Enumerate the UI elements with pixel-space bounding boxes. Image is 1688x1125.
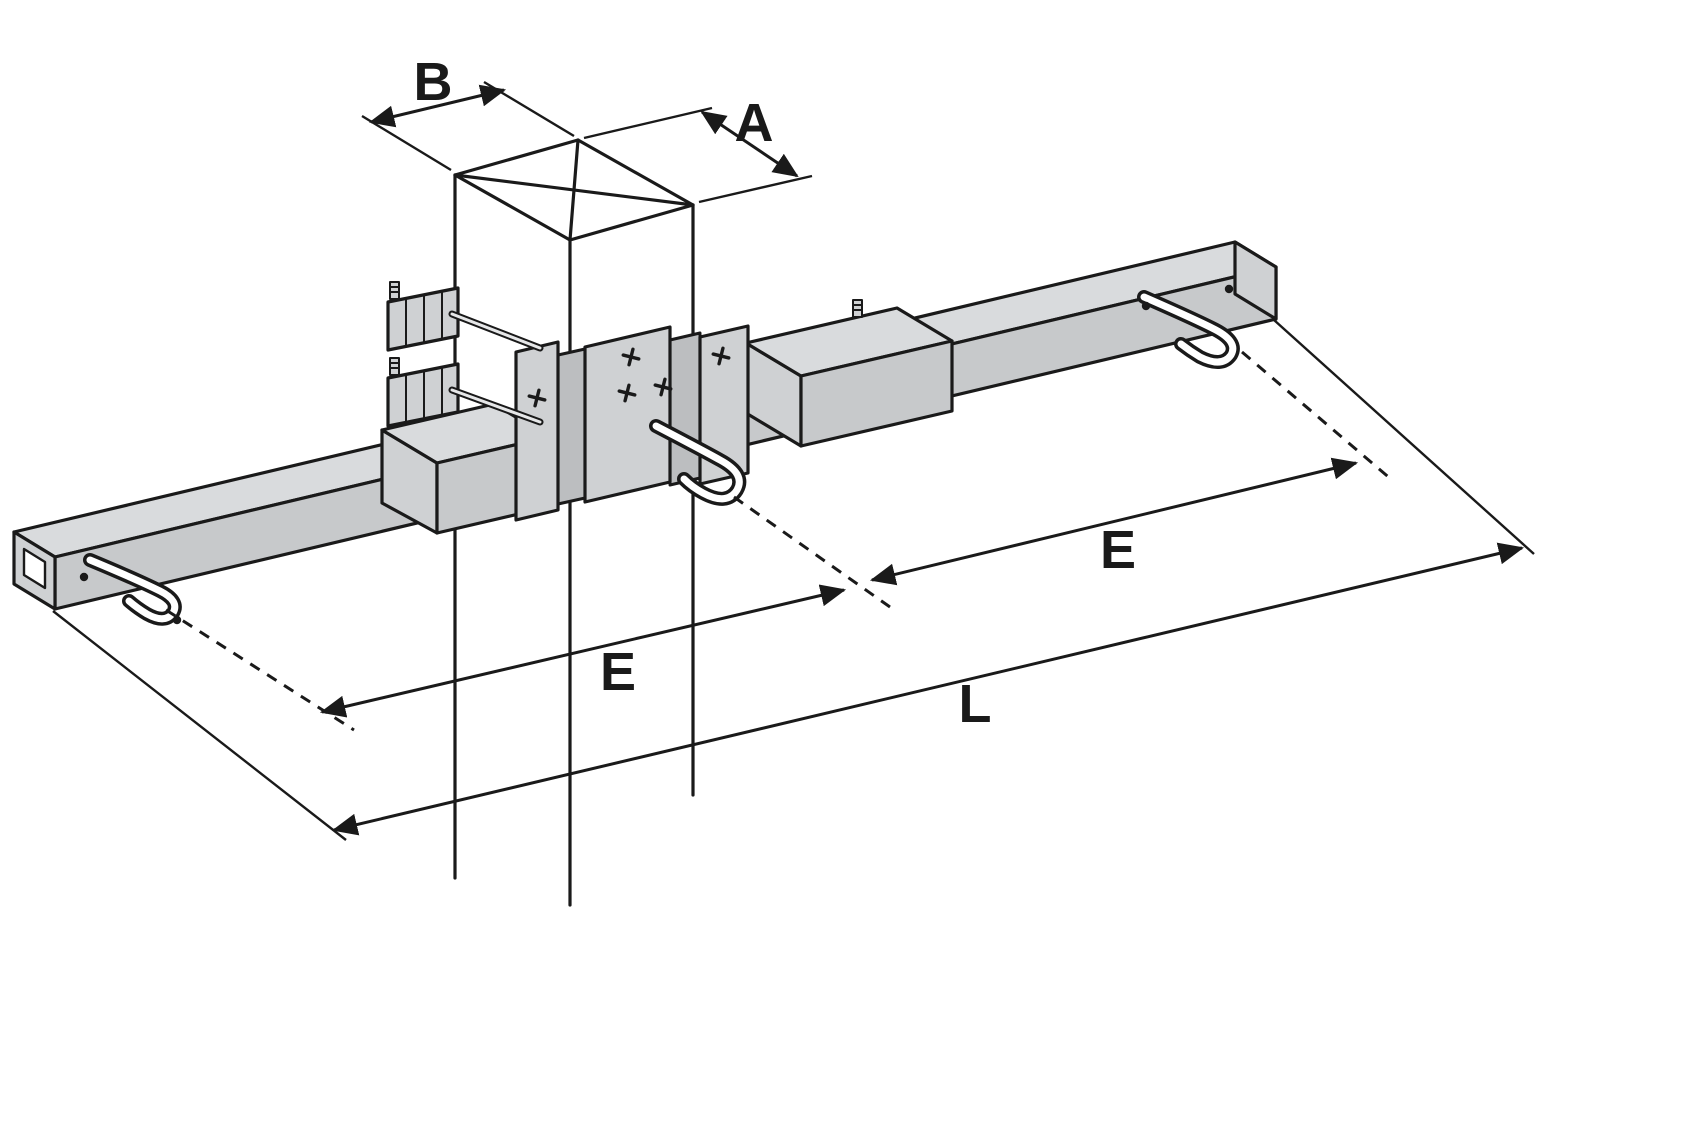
dimension-label-b: B [414, 52, 453, 112]
dimension-line-e-left [319, 584, 847, 718]
dimension-a: A [583, 93, 813, 204]
dimension-label-e-left: E [600, 642, 636, 702]
post [453, 138, 695, 907]
dimension-b: B [361, 52, 575, 172]
screw-head [527, 388, 547, 408]
screw-head [617, 383, 637, 403]
leader-dashed-right [1241, 350, 1393, 482]
stud-lower [389, 357, 400, 376]
screw-head [711, 346, 731, 366]
mounting-blocks [386, 281, 544, 428]
dimension-label-a: A [735, 93, 774, 153]
through-bolt-upper-shaft [450, 312, 542, 350]
screw-head [653, 377, 673, 397]
rivet-dot [1224, 284, 1234, 294]
dimension-line-b [368, 84, 507, 128]
sleeve-right-front-face [799, 339, 954, 448]
post-cap-diagonal [568, 138, 580, 242]
leader-dashed-middle [733, 495, 891, 609]
dimension-label-e-right: E [1100, 520, 1136, 580]
extension-line-right [1273, 319, 1535, 555]
dimension-line-l [331, 542, 1525, 836]
rivet-dot [1141, 301, 1151, 311]
clamp-assembly [514, 324, 750, 522]
hook-right-inner [1140, 293, 1237, 366]
stud-upper [389, 281, 400, 300]
dimension-label-l: L [959, 674, 992, 734]
sleeve-right [744, 299, 954, 448]
rivets [79, 284, 1234, 625]
extension-line [698, 174, 813, 204]
extension-line [361, 114, 452, 172]
rivet-dot [79, 572, 89, 582]
clamp-plate-center [583, 325, 672, 504]
clamp-plate-right [698, 324, 750, 486]
extension-line-left [52, 610, 347, 841]
hook-right [1137, 290, 1240, 369]
clamp-spacer [668, 331, 702, 487]
rivet-dot [172, 615, 182, 625]
dimension-l: L [52, 319, 1535, 841]
arm-left-end-hole [22, 547, 47, 590]
clamp-spacer [556, 347, 587, 506]
arm-right-end-cap [1233, 240, 1278, 321]
hook-middle-inner [652, 422, 743, 503]
sleeve-right-bolt [852, 299, 863, 318]
clamp-plate-left [514, 340, 560, 522]
screw-head [621, 347, 641, 367]
hook-middle [649, 419, 747, 506]
extension-line [583, 106, 713, 140]
through-bolt-lower-shaft [450, 388, 542, 424]
dimension-line-a [700, 110, 799, 178]
